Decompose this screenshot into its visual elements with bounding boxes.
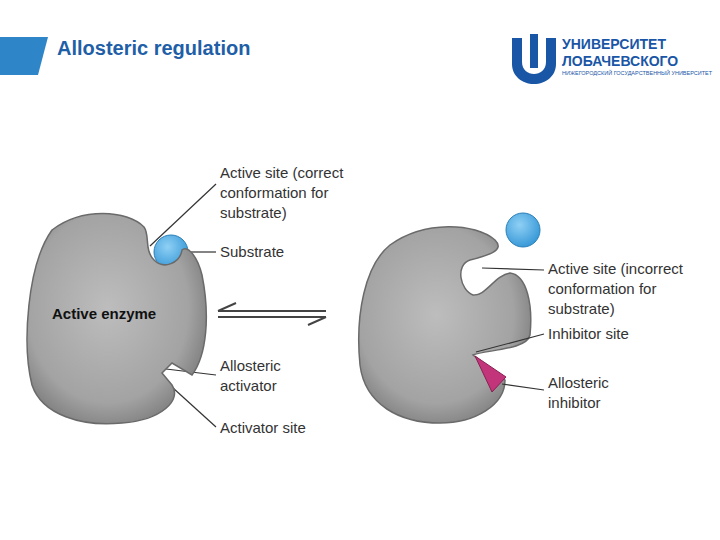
- callout-label: Activator site: [220, 418, 340, 438]
- leader-lines: [150, 184, 544, 427]
- university-logo: [512, 34, 556, 84]
- enzyme-label: Active enzyme: [52, 304, 156, 324]
- logo-text: ЛОБАЧЕВСКОГО: [562, 53, 678, 69]
- slide-title: Allosteric regulation: [57, 36, 250, 60]
- logo-text: УНИВЕРСИТЕТ: [562, 36, 666, 52]
- callout-label: Inhibitor site: [548, 324, 668, 344]
- callout-label: Active site (incorrect conformation for …: [548, 259, 700, 319]
- callout-label: Allosteric inhibitor: [548, 373, 648, 413]
- callout-label: Active site (correct conformation for su…: [220, 163, 362, 223]
- logo-tagline: НИЖЕГОРОДСКИЙ ГОСУДАРСТВЕННЫЙ УНИВЕРСИТЕ…: [562, 70, 712, 77]
- inactive-enzyme: [359, 227, 531, 423]
- inhibitor-shape: [475, 356, 506, 392]
- callout-label: Allosteric activator: [220, 356, 320, 396]
- header-bar: [0, 37, 48, 75]
- enzyme-shape: Active enzyme: [22, 205, 212, 425]
- callout-label: Substrate: [220, 242, 340, 262]
- substrate-circle: [506, 213, 540, 247]
- equilibrium-arrows: [218, 303, 326, 325]
